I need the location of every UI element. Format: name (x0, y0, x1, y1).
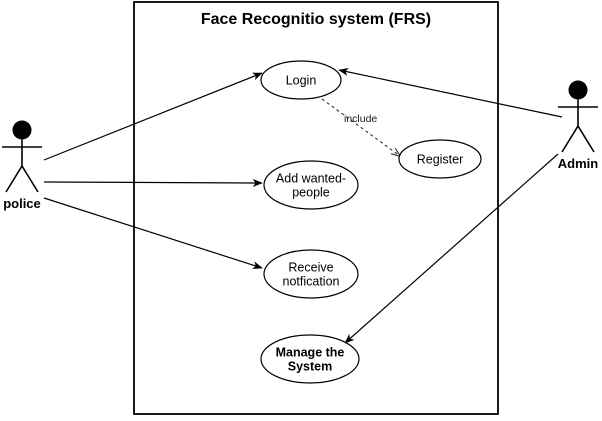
association-lines (43, 67, 563, 344)
use-case-ellipse (260, 60, 342, 100)
association-police-add-wanted-people (43, 178, 263, 187)
actor-label: police (3, 196, 41, 211)
use-case-ellipse (263, 249, 359, 299)
use-case-register[interactable]: Register (398, 139, 482, 179)
include-label: include (344, 113, 377, 125)
actor-body (558, 99, 598, 153)
actor-head (12, 120, 32, 140)
include-arrow (321, 98, 400, 156)
association-police-login (43, 72, 263, 161)
use-case-ellipse (260, 334, 360, 384)
use-case-label: Register (417, 153, 464, 167)
system-title: Face Recognitio system (FRS) (201, 11, 431, 28)
include-relationship: include (321, 98, 400, 156)
use-case-label: Add wanted- (276, 172, 346, 186)
use-case-label: System (288, 360, 332, 374)
actor-head (568, 80, 588, 100)
association-admin-manage-the-system (344, 153, 559, 344)
use-case-add-wanted-people[interactable]: Add wanted-people (263, 160, 359, 210)
use-case-login[interactable]: Login (260, 60, 342, 100)
use-case-label: Receive (288, 261, 333, 275)
actor-layer: police Admin (2, 80, 599, 212)
use-case-ellipse (398, 139, 482, 179)
association-police-receive-notification (43, 197, 263, 269)
use-case-label: people (292, 186, 330, 200)
actor-police[interactable]: police (2, 120, 42, 212)
actor-admin[interactable]: Admin (558, 80, 599, 172)
use-case-label: notfication (283, 275, 340, 289)
use-case-ellipse (263, 160, 359, 210)
association-admin-login (338, 67, 563, 118)
actor-body (2, 139, 42, 193)
actor-label: Admin (558, 156, 599, 171)
use-case-label: Manage the (276, 346, 345, 360)
use-case-label: Login (286, 74, 317, 88)
